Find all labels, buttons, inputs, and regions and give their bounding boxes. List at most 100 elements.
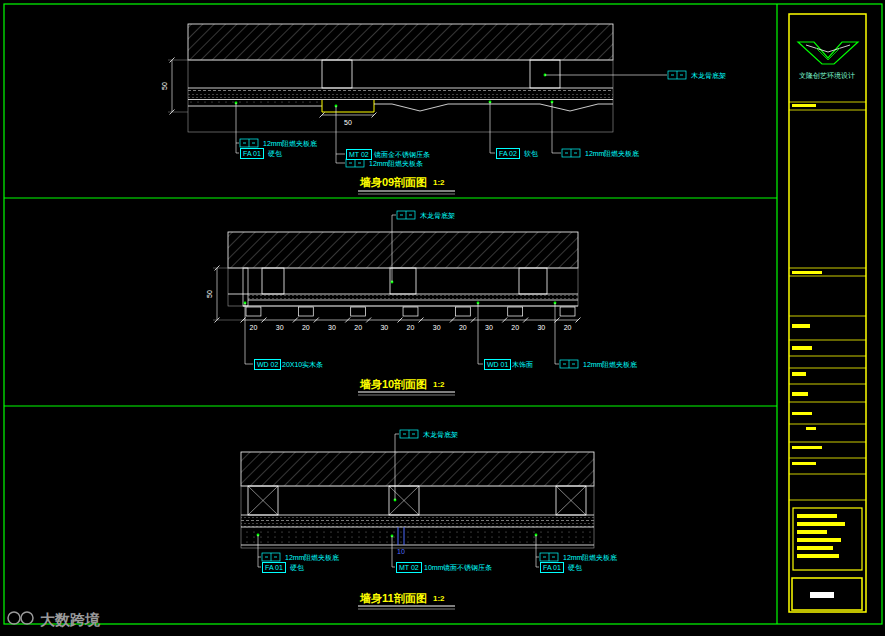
layer-line <box>241 545 594 546</box>
stamp-bar <box>797 522 845 526</box>
material-code: WD 01 <box>487 361 508 368</box>
tag-dash <box>543 557 546 558</box>
dimension: 30 <box>537 324 545 331</box>
title-block-rule <box>789 368 866 369</box>
leader-line <box>536 535 537 567</box>
leader-line <box>490 102 495 153</box>
title-block-bar <box>792 462 816 465</box>
dimension: 10 <box>397 548 405 555</box>
wood-batten <box>351 307 366 316</box>
wood-batten <box>403 307 418 316</box>
dimension-tick <box>450 318 455 323</box>
title-block-rule <box>789 474 866 475</box>
leader-line <box>536 557 539 558</box>
leader-line <box>555 303 559 364</box>
dimension: 20 <box>511 324 519 331</box>
wood-stud <box>262 268 284 294</box>
tag-dash <box>243 143 246 144</box>
dimension-tick <box>502 318 507 323</box>
material-tag: FA 01 <box>262 562 286 573</box>
tag-dash <box>403 434 406 435</box>
leader-line <box>258 557 261 558</box>
callout-text: 12mm阻燃夹板底 <box>583 361 637 368</box>
extension-line <box>213 268 228 269</box>
wood-batten <box>455 307 470 316</box>
dimension: 30 <box>380 324 388 331</box>
callout-text: 木龙骨底架 <box>691 72 726 79</box>
callout-text: 木饰面 <box>512 361 533 368</box>
material-tag: FA 01 <box>240 148 264 159</box>
callout-text: 12mm阻燃夹板底 <box>285 554 339 561</box>
watermark: 大数跨境 <box>40 612 100 627</box>
dimension-tick <box>314 318 319 323</box>
tag-dash <box>563 364 566 365</box>
material-code: MT 02 <box>349 151 369 158</box>
title-block-rule <box>789 110 866 111</box>
wood-batten <box>298 307 313 316</box>
title-block-rule <box>789 276 866 277</box>
title-block-bar <box>792 346 812 350</box>
material-code: MT 02 <box>399 564 419 571</box>
tag-symbol <box>400 430 418 438</box>
title-block-rule <box>789 402 866 403</box>
dimension-tick <box>293 318 298 323</box>
dimension-tick <box>372 113 377 118</box>
dimension-tick <box>576 318 581 323</box>
dimension-tick <box>366 318 371 323</box>
stamp-bar <box>797 514 837 518</box>
title-block-rule <box>789 384 866 385</box>
stud-cross <box>389 486 419 515</box>
stud-cross <box>248 486 278 515</box>
material-tag: MT 02 <box>396 562 422 573</box>
dimension-line <box>172 60 173 112</box>
wood-batten <box>508 307 523 316</box>
extension-line <box>168 60 188 61</box>
scale-label: 1:2 <box>433 381 445 389</box>
tag-divider <box>571 149 572 157</box>
wood-stud <box>322 60 352 88</box>
plywood-line <box>188 90 613 91</box>
wood-stud <box>530 60 560 88</box>
leader-line <box>392 215 396 282</box>
dimension: 30 <box>433 324 441 331</box>
section-panel: 墙身11剖面图1:2FA 01MT 02FA 01 <box>4 406 777 624</box>
dimension: 20 <box>302 324 310 331</box>
steel-strip-groove <box>322 100 374 112</box>
tag-symbol <box>540 553 558 561</box>
layer-line <box>188 106 322 107</box>
stamp-bar <box>797 538 841 542</box>
leader-line <box>336 106 337 163</box>
section-panel: 墙身10剖面图1:2WD 02WD 01 <box>4 198 777 406</box>
material-code: FA 02 <box>499 150 517 157</box>
wall-hatch <box>188 24 613 60</box>
material-code: FA 01 <box>543 564 561 571</box>
tag-symbol <box>240 139 258 147</box>
title-underline <box>358 605 455 606</box>
tag-divider <box>677 71 678 79</box>
watermark-logo <box>21 612 33 624</box>
title-block-rule <box>789 458 866 459</box>
dimension-tick <box>418 318 423 323</box>
soft-pack-face <box>374 104 613 111</box>
dimension: 20 <box>459 324 467 331</box>
tag-divider <box>271 553 272 561</box>
plywood-layer <box>241 515 594 520</box>
leader-line <box>236 143 239 144</box>
title-block-rule <box>789 500 866 501</box>
watermark-logo <box>8 612 20 624</box>
dimension: 20 <box>354 324 362 331</box>
leader-line <box>478 303 483 364</box>
title-block-rule <box>789 356 866 357</box>
steel-strip <box>398 527 399 545</box>
tag-dash <box>400 215 403 216</box>
material-tag: WD 01 <box>484 359 511 370</box>
leader-line <box>552 102 561 153</box>
section-panel: 墙身09剖面图1:2FA 01MT 02FA 02 <box>4 4 777 198</box>
tag-divider <box>355 159 356 167</box>
callout-text: 12mm阻燃夹板底 <box>563 554 617 561</box>
dimension-tick <box>345 318 350 323</box>
hard-pack-layer <box>241 527 594 545</box>
title-block-bar <box>792 324 810 328</box>
dimension-tick <box>398 318 403 323</box>
